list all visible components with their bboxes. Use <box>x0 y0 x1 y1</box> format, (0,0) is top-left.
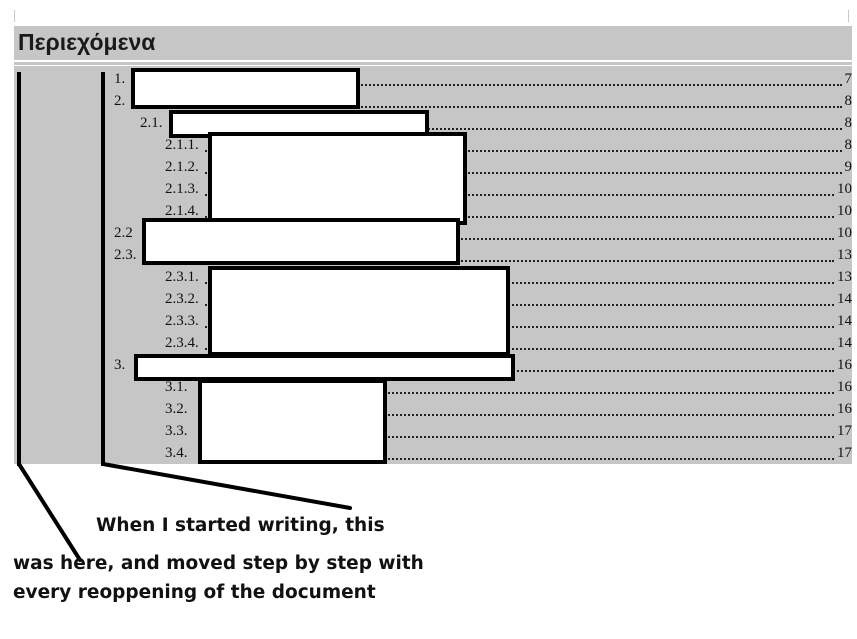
toc-entry-number: 2.1.3. <box>165 181 199 197</box>
toc-leader-dots <box>205 326 834 328</box>
toc-leader-dots <box>205 172 842 174</box>
toc-entry-number: 3.1. <box>165 379 188 395</box>
toc-entry-number: 2. <box>114 93 126 109</box>
annotation-line-1: When I started writing, this <box>96 515 385 536</box>
toc-entry[interactable]: 2.3.3. 14 <box>165 310 852 332</box>
toc-entry-number: 3.3. <box>165 423 188 439</box>
toc-entry[interactable]: 2.3.1. 13 <box>165 266 852 288</box>
toc-leader-dots <box>180 128 842 130</box>
toc-leader-dots <box>154 260 834 262</box>
toc-entry-number: 2.1. <box>140 115 163 131</box>
toc-entry-page: 10 <box>837 203 852 219</box>
toc-entry-page: 7 <box>844 71 853 87</box>
toc-entry-page: 14 <box>837 335 852 351</box>
toc-leader-dots <box>154 106 842 108</box>
toc-entry-number: 2.3. <box>114 247 137 263</box>
page-corner-mark-left <box>14 10 15 22</box>
toc-entry[interactable]: 2.1.4. 10 <box>165 200 852 222</box>
toc-entry-page: 17 <box>837 445 852 461</box>
toc-leader-dots <box>205 304 834 306</box>
toc-entry-number: 2.3.1. <box>165 269 199 285</box>
toc-entry-page: 8 <box>844 137 853 153</box>
toc-leader-dots <box>205 414 834 416</box>
redaction-box <box>131 68 360 109</box>
toc-entry-page: 14 <box>837 291 852 307</box>
toc-leader-dots <box>205 216 834 218</box>
redaction-box <box>142 218 460 265</box>
toc-leader-dots <box>205 194 834 196</box>
toc-entry-number: 2.3.3. <box>165 313 199 329</box>
toc-entry-page: 8 <box>844 115 853 131</box>
toc-entry[interactable]: 2.3.2. 14 <box>165 288 852 310</box>
page-corner-mark-right <box>848 10 849 22</box>
toc-entry-number: 2.1.1. <box>165 137 199 153</box>
toc-entry[interactable]: 2.8 <box>114 90 852 112</box>
toc-entry-page: 16 <box>837 401 852 417</box>
redaction-box <box>198 379 387 464</box>
toc-entry-page: 8 <box>844 93 853 109</box>
toc-heading: Περιεχόμενα <box>18 29 156 55</box>
toc-entry-page: 16 <box>837 379 852 395</box>
toc-entry-page: 10 <box>837 181 852 197</box>
toc-entry[interactable]: 3.3. 17 <box>165 420 852 442</box>
toc-entry-number: 1. <box>114 71 126 87</box>
toc-entry-page: 16 <box>837 357 852 373</box>
toc-entry-page: 13 <box>837 269 852 285</box>
toc-entry-number: 3.4. <box>165 445 188 461</box>
heading-separator <box>14 62 852 65</box>
toc-entry[interactable]: 2.1.2. 9 <box>165 156 852 178</box>
toc-entry[interactable]: 2.1.3. 10 <box>165 178 852 200</box>
toc-entry[interactable]: 2.2 10 <box>114 222 852 244</box>
toc-entry[interactable]: 2.1.1. 8 <box>165 134 852 156</box>
toc-entry[interactable]: 3.2. 16 <box>165 398 852 420</box>
toc-entry-page: 9 <box>844 159 853 175</box>
toc-leader-dots <box>154 238 834 240</box>
toc-entry-number: 2.2 <box>114 225 133 241</box>
toc-leader-dots <box>205 150 842 152</box>
toc-leader-dots <box>205 392 834 394</box>
toc-entry-number: 3. <box>114 357 126 373</box>
toc-leader-dots <box>205 282 834 284</box>
toc-leader-dots <box>154 84 842 86</box>
toc-entry-number: 2.3.4. <box>165 335 199 351</box>
toc-entry-page: 14 <box>837 313 852 329</box>
toc-entry[interactable]: 1.7 <box>114 68 852 90</box>
toc-entry-number: 3.2. <box>165 401 188 417</box>
toc-entry[interactable]: 3.4. 17 <box>165 442 852 464</box>
original-indent-marker <box>17 72 21 466</box>
toc-leader-dots <box>205 458 834 460</box>
toc-entry[interactable]: 2.3.4. 14 <box>165 332 852 354</box>
annotation-line-2: was here, and moved step by step with <box>13 553 424 574</box>
toc-entry-page: 17 <box>837 423 852 439</box>
toc-entry-number: 2.3.2. <box>165 291 199 307</box>
toc-leader-dots <box>205 436 834 438</box>
toc-entry[interactable]: 3.1. 16 <box>165 376 852 398</box>
toc-entry-number: 2.1.4. <box>165 203 199 219</box>
toc-entry[interactable]: 2.3. 13 <box>114 244 852 266</box>
toc-heading-field[interactable]: Περιεχόμενα <box>14 26 852 60</box>
toc-entry-page: 13 <box>837 247 852 263</box>
annotation-line-3: every reoppening of the document <box>13 582 376 603</box>
toc-entry-page: 10 <box>837 225 852 241</box>
toc-entry[interactable]: 2.1. 8 <box>140 112 852 134</box>
current-indent-marker <box>101 72 105 466</box>
toc-leader-dots <box>205 348 834 350</box>
toc-entry-number: 2.1.2. <box>165 159 199 175</box>
